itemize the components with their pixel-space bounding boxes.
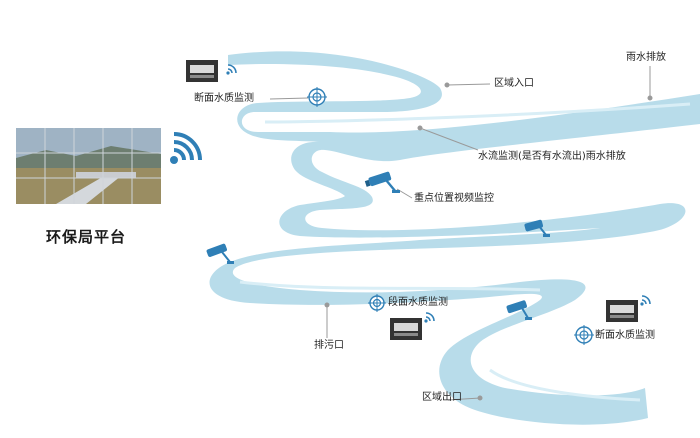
river — [209, 51, 700, 425]
wifi-icon — [226, 64, 237, 75]
cctv-camera-icon — [524, 219, 550, 237]
video-wall-display — [16, 128, 161, 204]
wifi-icon — [640, 295, 651, 306]
rain-discharge-top-label: 雨水排放 — [626, 52, 666, 63]
cctv-camera-icon — [364, 171, 400, 193]
crosshair-target-icon — [368, 294, 386, 312]
region-entrance-label: 区域入口 — [494, 78, 534, 89]
section-quality-top-label: 断面水质监测 — [194, 93, 254, 104]
section-quality-right-label: 断面水质监测 — [595, 330, 655, 341]
platform-label: 环保局平台 — [46, 228, 127, 246]
water-quality-monitor-icon — [606, 300, 638, 322]
crosshair-target-icon — [574, 325, 594, 345]
key-video-label: 重点位置视频监控 — [414, 193, 494, 204]
segment-quality-label: 段面水质监测 — [388, 297, 448, 308]
sewage-outlet-label: 排污口 — [314, 340, 344, 351]
water-quality-monitor-icon — [390, 318, 422, 340]
leader-lines — [269, 66, 653, 401]
water-quality-monitor-icon — [186, 60, 218, 82]
flow-monitor-label: 水流监测(是否有水流出)雨水排放 — [478, 151, 626, 162]
cctv-camera-icon — [506, 300, 532, 320]
wifi-icon — [170, 132, 202, 164]
region-exit-label: 区域出口 — [422, 392, 462, 403]
cctv-camera-icon — [206, 243, 234, 264]
crosshair-target-icon — [307, 87, 327, 107]
wifi-icon — [424, 312, 435, 323]
